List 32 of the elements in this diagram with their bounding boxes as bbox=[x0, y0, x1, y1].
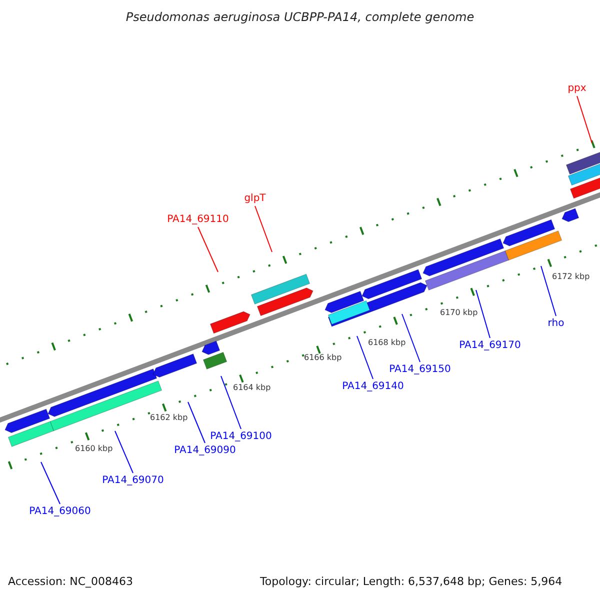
gene-label: ppx bbox=[568, 82, 586, 95]
scale-label: 6164 kbp bbox=[233, 383, 271, 393]
footer-text: Topology: circular; Length: 6,537,648 bp; Genes: 5,964 bbox=[260, 575, 562, 589]
scale-label: 6160 kbp bbox=[75, 444, 113, 454]
leader-line bbox=[540, 266, 556, 316]
gene-label: PA14_69140 bbox=[342, 380, 404, 393]
leader-line bbox=[114, 430, 134, 474]
scale-label: 6166 kbp bbox=[304, 353, 342, 363]
scale-label: 6162 kbp bbox=[150, 413, 188, 423]
gene-label: PA14_69070 bbox=[102, 474, 164, 487]
gene-label: PA14_69110 bbox=[167, 213, 229, 226]
leader-line bbox=[476, 290, 490, 338]
map-title: Pseudomonas aeruginosa UCBPP-PA14, complete genome bbox=[124, 10, 476, 24]
leader-line bbox=[198, 226, 218, 272]
leader-line bbox=[220, 376, 242, 430]
leader-line bbox=[576, 96, 592, 144]
leader-line bbox=[254, 206, 272, 252]
gene-label: PA14_69060 bbox=[29, 505, 91, 518]
leader-line bbox=[402, 314, 420, 362]
leader-line bbox=[40, 462, 60, 504]
gene-label: PA14_69150 bbox=[389, 363, 451, 376]
scale-label: 6172 kbp bbox=[552, 272, 590, 282]
gene-label: glpT bbox=[244, 192, 266, 205]
footer-text: Accession: NC_008463 bbox=[8, 575, 134, 589]
gene-label: PA14_69090 bbox=[174, 444, 236, 457]
gene-label: PA14_69170 bbox=[459, 339, 521, 352]
leader-line bbox=[356, 336, 374, 380]
scale-label: 6168 kbp bbox=[368, 338, 406, 348]
scale-label: 6170 kbp bbox=[440, 308, 478, 318]
gene-label: rho bbox=[548, 317, 564, 330]
gene-label: PA14_69100 bbox=[210, 430, 272, 443]
leader-line bbox=[188, 402, 206, 444]
